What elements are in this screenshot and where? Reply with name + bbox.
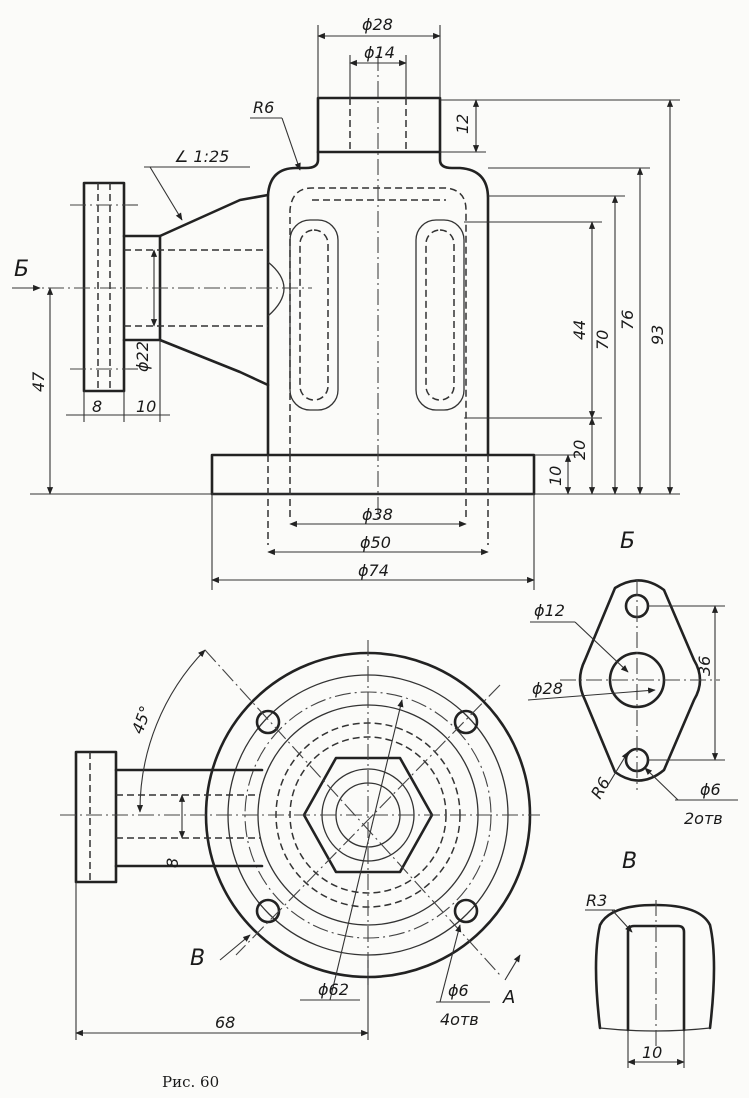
bolt-hole-1 xyxy=(255,709,281,735)
dim-d22: ϕ22 xyxy=(133,341,152,372)
bolt-hole-2 xyxy=(453,709,479,735)
dim-d50: ϕ50 xyxy=(360,533,391,552)
side-branch-taper xyxy=(122,193,270,387)
dim-d28-b: ϕ28 xyxy=(532,679,563,698)
dim-holes-top: 4отв xyxy=(440,1010,479,1029)
dim-h36: 36 xyxy=(695,656,714,676)
dim-d38: ϕ38 xyxy=(362,505,393,524)
dim-w8-top: 8 xyxy=(163,858,182,868)
figure-caption: Рис. 60 xyxy=(162,1073,220,1091)
side-flange-top xyxy=(74,750,118,884)
base-flange xyxy=(210,453,536,496)
dim-taper: ∠ 1:25 xyxy=(174,147,229,166)
side-arm xyxy=(114,768,264,868)
top-view: 45° 8 68 В ϕ62 ϕ6 4отв A xyxy=(60,640,540,1040)
dim-h47: 47 xyxy=(29,371,48,392)
window-right xyxy=(415,219,465,411)
view-v: В R3 10 xyxy=(585,849,716,1068)
bolt-hole-3 xyxy=(255,898,281,924)
dim-d74: ϕ74 xyxy=(358,561,389,580)
window-left xyxy=(289,219,339,411)
view-b-title: Б xyxy=(620,529,635,554)
dim-h20: 20 xyxy=(570,440,589,460)
dim-holes-b: 2отв xyxy=(684,809,723,828)
view-v-title: В xyxy=(622,849,637,874)
dim-h70: 70 xyxy=(593,330,612,350)
front-view: ϕ28 ϕ14 R6 ∠ 1:25 Б 12 93 76 70 44 xyxy=(12,15,680,590)
dim-d14-top: ϕ14 xyxy=(364,43,395,62)
view-b: Б 36 ϕ12 ϕ28 R6 ϕ6 2отв xyxy=(527,529,738,828)
section-mark-b: Б xyxy=(14,257,29,282)
dim-d6-b: ϕ6 xyxy=(700,780,721,799)
dim-w10-v: 10 xyxy=(642,1043,662,1062)
dim-h93: 93 xyxy=(648,325,667,345)
main-body-outline xyxy=(266,150,490,457)
side-flange xyxy=(82,181,126,393)
dim-d12: ϕ12 xyxy=(534,601,565,620)
dim-r3: R3 xyxy=(586,891,607,910)
view-mark-v: В xyxy=(190,946,205,971)
view-mark-a: A xyxy=(502,987,515,1008)
dim-r6-b: R6 xyxy=(587,774,614,802)
flange-outline-b xyxy=(578,579,702,782)
dim-h12: 12 xyxy=(453,114,472,134)
dim-h10: 10 xyxy=(546,466,565,486)
dim-w8: 8 xyxy=(92,397,102,416)
dim-d28-top: ϕ28 xyxy=(362,15,393,34)
bolt-hole-4 xyxy=(453,898,479,924)
view-v-outline xyxy=(594,903,716,1030)
top-boss xyxy=(316,96,442,154)
dim-d6-top: ϕ6 xyxy=(448,981,469,1000)
dim-angle-45: 45° xyxy=(128,703,156,736)
dim-r6-front: R6 xyxy=(253,98,274,117)
dim-d62: ϕ62 xyxy=(318,980,349,999)
dim-w68: 68 xyxy=(215,1013,235,1032)
dim-w10: 10 xyxy=(136,397,156,416)
dim-h44: 44 xyxy=(570,320,589,340)
dim-h76: 76 xyxy=(618,310,637,330)
